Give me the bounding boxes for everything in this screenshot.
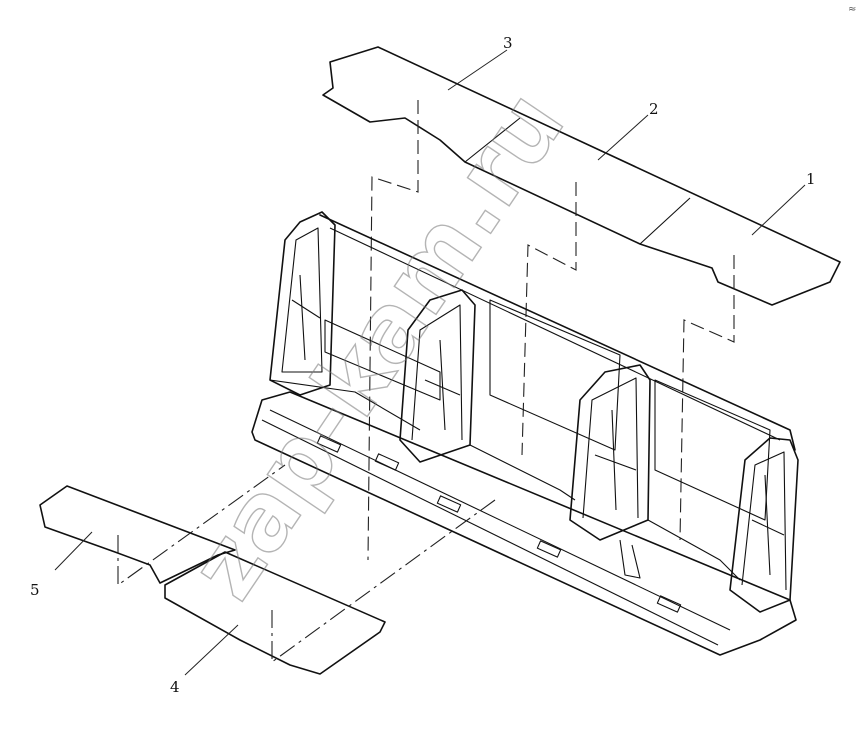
console-tray [251, 211, 799, 656]
callout-3: 3 [503, 34, 513, 52]
bottom-floor-mats [39, 485, 386, 675]
callout-1: 1 [806, 170, 816, 188]
callout-5: 5 [30, 581, 40, 599]
top-floor-mat [322, 46, 841, 306]
bottom-mat-alignment-lines [117, 464, 496, 664]
callout-leaders [54, 49, 806, 676]
watermark: zap-kam.ru [170, 73, 586, 618]
corner-mark: ≈ [848, 4, 856, 15]
top-mat-alignment-lines [367, 100, 735, 561]
callout-2: 2 [649, 100, 659, 118]
callout-4: 4 [170, 678, 180, 696]
